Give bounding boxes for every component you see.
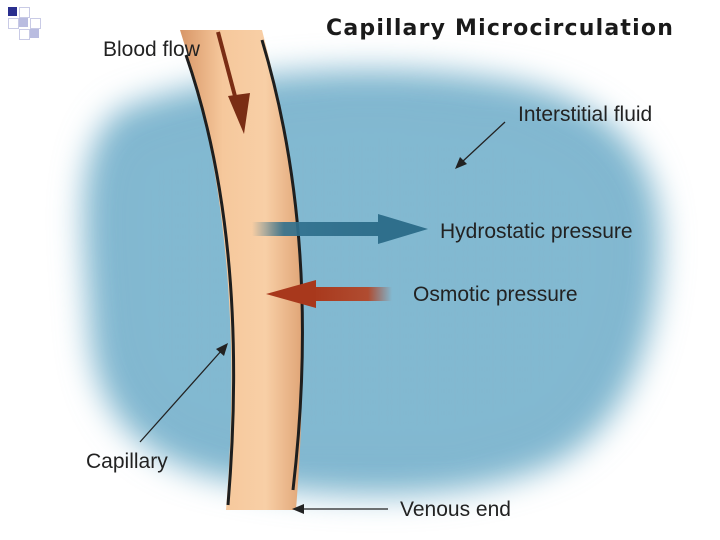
corner-squares-icon [8, 7, 41, 43]
venous-end-pointer [292, 504, 388, 514]
hydrostatic-pressure-arrow [252, 214, 428, 244]
capillary-right-wall [260, 39, 304, 491]
interstitial-fluid-label: Interstitial fluid [518, 103, 653, 126]
capillary-vessel [180, 30, 304, 510]
blood-flow-arrow [216, 31, 250, 134]
osmotic-pressure-label: Osmotic pressure [413, 283, 578, 306]
diagram-title: Capillary Microcirculation [326, 16, 675, 41]
capillary-left-wall [184, 54, 236, 506]
hydrostatic-pressure-label: Hydrostatic pressure [440, 220, 633, 243]
blood-flow-label: Blood flow [103, 38, 200, 61]
venous-end-label: Venous end [400, 498, 511, 521]
osmotic-pressure-arrow [266, 280, 392, 308]
capillary-pointer [139, 343, 228, 443]
capillary-label: Capillary [86, 450, 168, 473]
interstitial-fluid-pointer [455, 121, 506, 169]
